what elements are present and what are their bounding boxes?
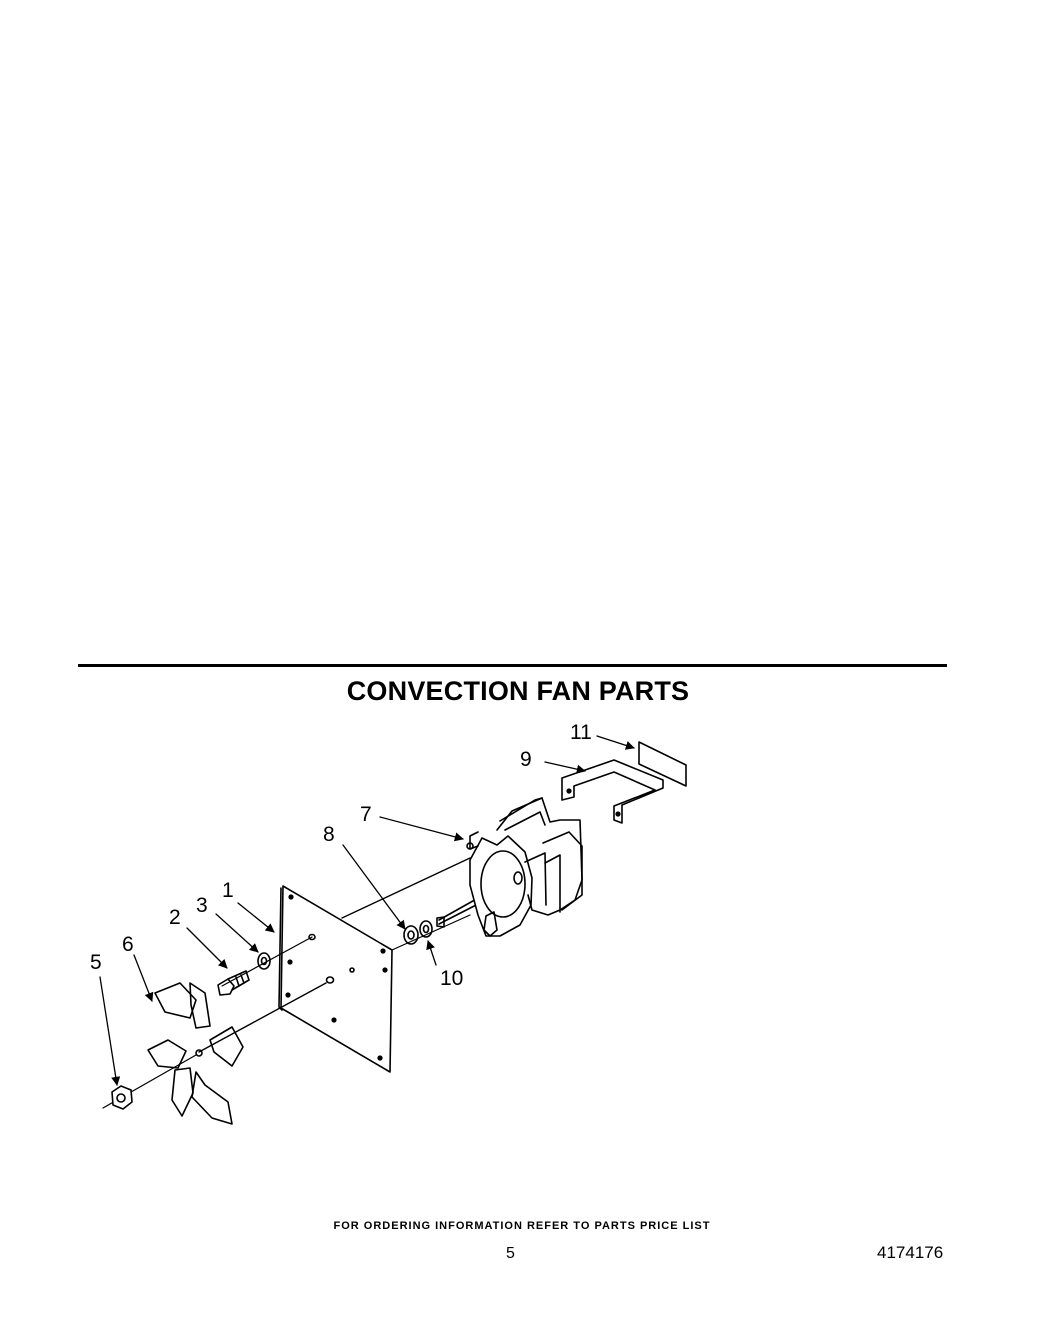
fan-blade	[147, 982, 244, 1125]
section-divider	[78, 664, 947, 667]
callout-8: 8	[323, 823, 335, 846]
callout-7: 7	[360, 803, 372, 826]
callout-1: 1	[222, 879, 234, 902]
callout-3: 3	[196, 894, 208, 917]
document-number: 4174176	[877, 1243, 944, 1262]
fan-motor	[436, 797, 583, 937]
callout-2: 2	[169, 906, 181, 929]
diagram-title: CONVECTION FAN PARTS	[346, 676, 690, 706]
screw	[217, 970, 250, 996]
leader-lines	[99, 735, 635, 1086]
mounting-plate	[278, 885, 393, 1073]
shield-plate	[638, 741, 687, 787]
callout-10: 10	[440, 967, 463, 990]
callout-11: 11	[570, 721, 592, 744]
callout-5: 5	[90, 951, 102, 974]
lock-washer	[257, 952, 271, 970]
washer-8	[403, 925, 419, 945]
callout-9: 9	[520, 748, 532, 771]
page-number: 5	[506, 1245, 515, 1262]
callout-6: 6	[122, 933, 134, 956]
washer-10	[419, 920, 433, 938]
motor-bracket	[561, 759, 664, 824]
ordering-note: FOR ORDERING INFORMATION REFER TO PARTS …	[333, 1220, 711, 1232]
hex-nut	[111, 1085, 133, 1110]
